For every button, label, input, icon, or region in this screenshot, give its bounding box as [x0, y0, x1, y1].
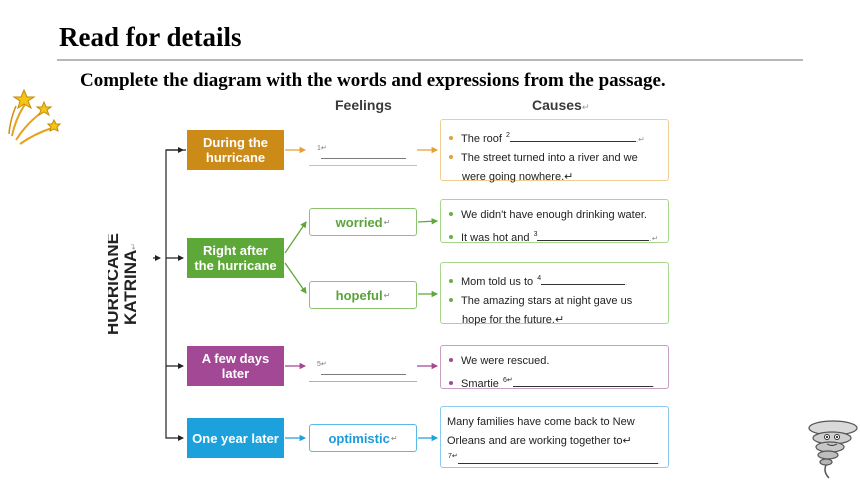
answer-blank-4[interactable] — [541, 274, 626, 285]
answer-blank-2[interactable] — [509, 131, 636, 142]
answer-blank-7[interactable] — [457, 453, 658, 464]
cause-item: We were rescued. — [449, 352, 662, 371]
blank-number: 5↵ — [317, 361, 327, 368]
causes-heading: Causes↵ — [532, 97, 590, 113]
instruction-text: Complete the diagram with the words and … — [80, 70, 666, 91]
stage-one-year-later: One year later — [187, 418, 284, 458]
title-divider — [57, 59, 803, 61]
cause-box-worried: We didn't have enough drinking water. It… — [440, 199, 669, 244]
root-label: HURRICANE KATRINA↵ — [108, 233, 140, 335]
root-label-line1: HURRICANE — [108, 233, 122, 335]
answer-blank-3[interactable] — [537, 230, 650, 241]
feelings-heading: Feelings — [335, 97, 392, 113]
feeling-optimistic: optimistic↵ — [309, 424, 417, 452]
cause-box-few-days: We were rescued. Smartie 6↵. — [440, 345, 669, 390]
cause-item: We didn't have enough drinking water. — [449, 206, 662, 225]
cause-box-one-year: Many families have come back to New Orle… — [440, 406, 669, 468]
answer-blank-6[interactable] — [512, 376, 653, 387]
cause-item-cont: hope for the future.↵ — [462, 314, 565, 326]
cause-item: It was hot and 3.↵ — [449, 225, 662, 248]
cause-item: The roof 2.↵ — [449, 126, 662, 149]
cause-item: Mom told us to 4. — [449, 269, 662, 292]
cause-text: 7↵. — [448, 453, 660, 466]
cause-box-during: The roof 2.↵ The street turned into a ri… — [440, 119, 669, 183]
feeling-worried: worried↵ — [309, 208, 417, 236]
cause-item: Smartie 6↵. — [449, 371, 662, 394]
feeling-hopeful: hopeful↵ — [309, 281, 417, 309]
cause-item: The street turned into a river and we — [449, 149, 662, 168]
shooting-stars-icon — [8, 88, 62, 145]
root-label-line2: KATRINA↵ — [121, 243, 140, 325]
cause-item-cont: were going nowhere.↵ — [462, 171, 574, 183]
feeling-blank-5[interactable]: 5↵ — [309, 356, 417, 386]
cause-text: Orleans and are working together to↵ — [447, 435, 632, 447]
blank-number: 1↵ — [317, 145, 327, 152]
cause-item: The amazing stars at night gave us — [449, 292, 662, 311]
slide-title: Read for details — [59, 22, 242, 52]
feeling-blank-1[interactable]: 1↵ — [309, 140, 417, 170]
cause-text: Many families have come back to New — [447, 416, 635, 428]
cause-box-hopeful: Mom told us to 4. The amazing stars at n… — [440, 262, 669, 326]
tornado-icon — [808, 420, 858, 479]
